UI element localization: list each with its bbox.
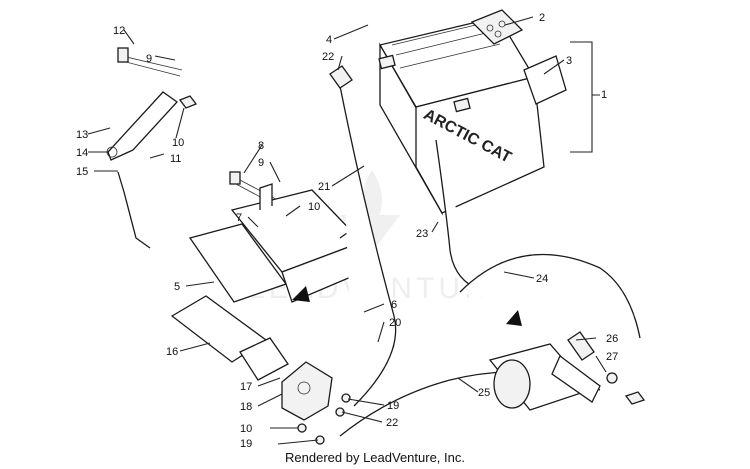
callout-1: 1 bbox=[601, 89, 607, 101]
hold-down-rod bbox=[117, 171, 151, 249]
callout-7: 7 bbox=[236, 212, 242, 224]
callout-8: 8 bbox=[258, 140, 264, 152]
callout-10a: 10 bbox=[308, 201, 320, 213]
leader-lines bbox=[87, 16, 607, 445]
callout-labels: 1 2 3 4 5 6 7 8 9 10 9 10 11 12 13 14 15… bbox=[76, 12, 618, 450]
callout-2: 2 bbox=[539, 12, 545, 24]
callout-19a: 19 bbox=[387, 400, 399, 412]
positive-cable bbox=[339, 85, 397, 407]
callout-22a: 22 bbox=[322, 51, 334, 63]
battery-pad bbox=[523, 55, 567, 105]
callout-15: 15 bbox=[76, 166, 88, 178]
callout-12: 12 bbox=[113, 25, 125, 37]
callout-17: 17 bbox=[240, 381, 252, 393]
callout-19b: 19 bbox=[240, 438, 252, 450]
callout-16: 16 bbox=[166, 346, 178, 358]
callout-9a: 9 bbox=[258, 157, 264, 169]
callout-13: 13 bbox=[76, 129, 88, 141]
callout-4: 4 bbox=[326, 34, 332, 46]
callout-26: 26 bbox=[606, 333, 618, 345]
battery: ARCTIC CAT bbox=[378, 16, 545, 216]
callout-9b: 9 bbox=[146, 53, 152, 65]
negative-cable bbox=[435, 139, 481, 291]
terminal-kit bbox=[470, 9, 524, 45]
callout-11: 11 bbox=[170, 153, 181, 165]
callout-5: 5 bbox=[174, 281, 180, 293]
callout-24: 24 bbox=[536, 273, 548, 285]
callout-25: 25 bbox=[478, 387, 490, 399]
plate bbox=[239, 337, 289, 381]
ground-cable bbox=[459, 253, 641, 339]
callout-3: 3 bbox=[566, 55, 572, 67]
callout-10c: 10 bbox=[240, 423, 252, 435]
hold-down-strap bbox=[106, 47, 198, 161]
callout-21: 21 bbox=[318, 181, 330, 193]
callout-10b: 10 bbox=[172, 137, 184, 149]
terminal-boot bbox=[567, 331, 595, 361]
solenoid bbox=[281, 361, 333, 421]
callout-18: 18 bbox=[240, 401, 252, 413]
starter-motor bbox=[488, 343, 601, 411]
nut bbox=[606, 372, 618, 384]
callout-14: 14 bbox=[76, 147, 88, 159]
callout-6: 6 bbox=[391, 299, 397, 311]
callout-22b: 22 bbox=[386, 417, 398, 429]
callout-20: 20 bbox=[389, 317, 401, 329]
footer-credit: Rendered by LeadVenture, Inc. bbox=[285, 450, 465, 465]
callout-23: 23 bbox=[416, 228, 428, 240]
callout-27: 27 bbox=[606, 351, 618, 363]
